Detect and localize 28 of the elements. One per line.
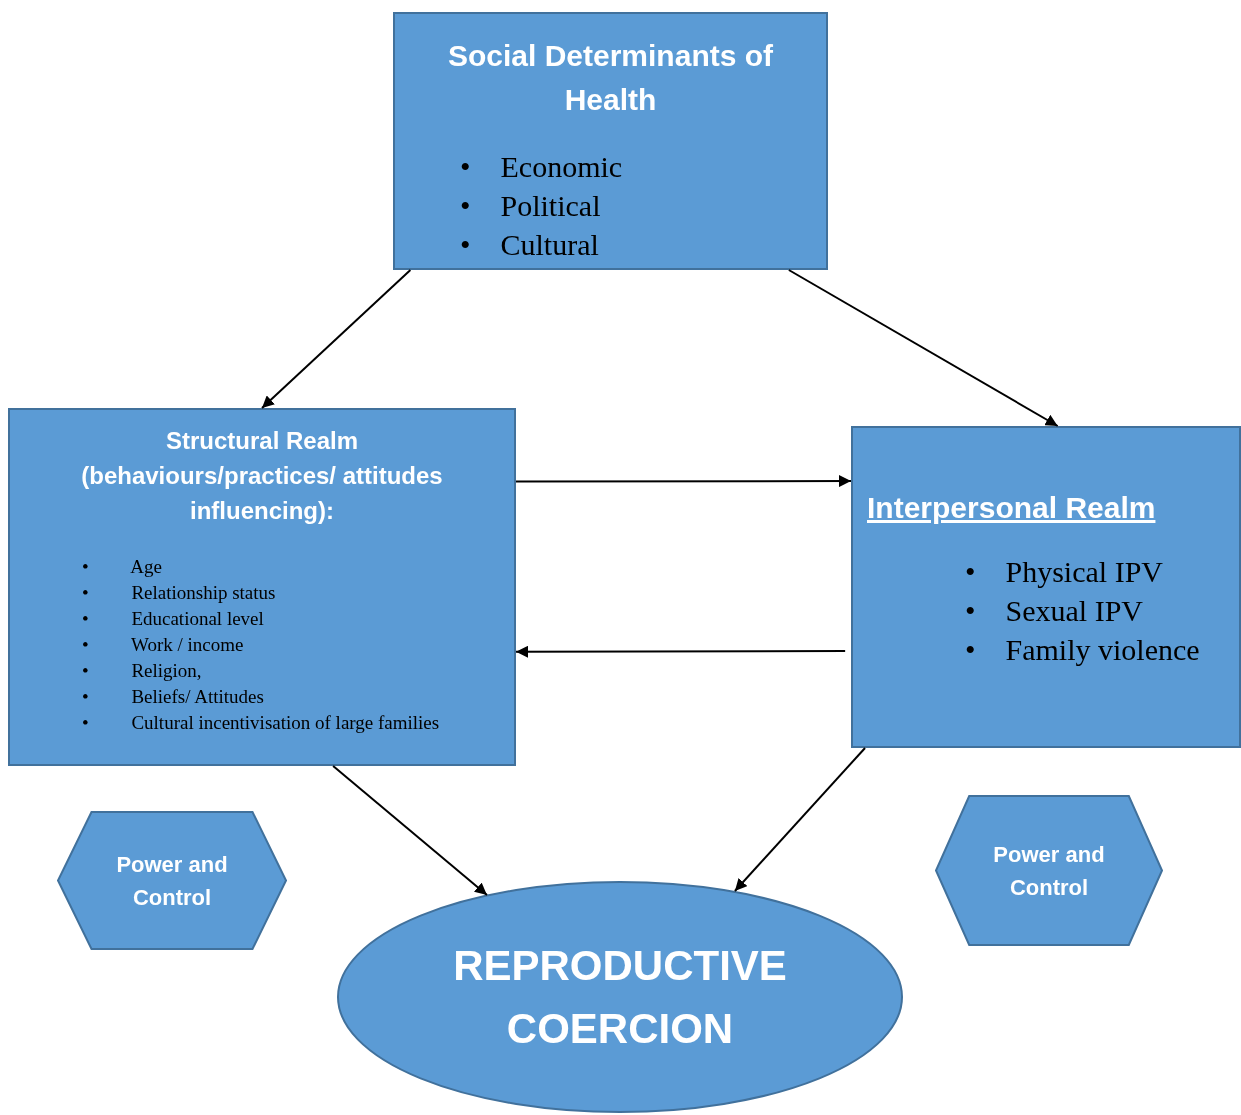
bullet-item: • Cultural [460, 227, 600, 263]
structural-realm-box [8, 408, 516, 766]
box-heading: Structural Realm (behaviours/practices/ attitudes influencing): [80, 426, 444, 526]
bullet-item: • Age [82, 555, 163, 580]
bullet-item: • Religion, [82, 659, 203, 684]
bullet-item: • Economic [460, 149, 624, 185]
arrow [261, 269, 412, 409]
arrow [787, 269, 1059, 427]
arrow [515, 645, 847, 658]
shape-label: REPRODUCTIVE COERCION [452, 941, 788, 1054]
interpersonal-realm-box [851, 426, 1241, 748]
shape-label: Power and Control [992, 840, 1106, 902]
box-heading: Interpersonal Realm [866, 490, 1157, 526]
bullet-item: • Relationship status [82, 581, 277, 606]
bullet-item: • Educational level [82, 607, 265, 632]
bullet-item: • Work / income [82, 633, 245, 658]
shape-label: Power and Control [115, 850, 229, 912]
arrow [515, 475, 852, 488]
bullet-item: • Political [460, 188, 602, 224]
bullet-item: • Cultural incentivisation of large families [82, 711, 441, 736]
arrow [332, 765, 488, 896]
bullet-item: • Sexual IPV [965, 592, 1144, 629]
determinants-box [393, 12, 828, 270]
bullet-item: • Beliefs/ Attitudes [82, 685, 265, 710]
bullet-item: • Family violence [965, 631, 1201, 668]
arrow [733, 747, 867, 892]
box-heading: Social Determinants of Health [446, 38, 775, 118]
bullet-item: • Physical IPV [965, 553, 1164, 590]
